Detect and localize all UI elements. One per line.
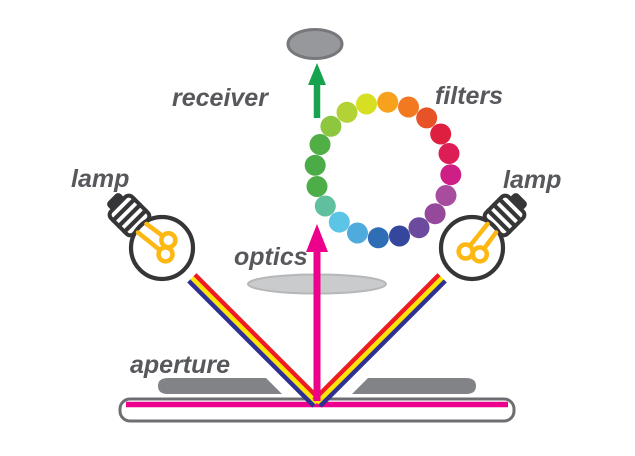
aperture-bar-right — [352, 378, 476, 394]
filter-dot — [389, 225, 410, 247]
label-receiver: receiver — [172, 84, 268, 112]
receiver-ellipse — [286, 28, 344, 60]
filter-dot — [367, 227, 389, 249]
filter-dot — [306, 176, 328, 197]
bulb-filament — [456, 221, 499, 264]
label-lamp-left: lamp — [71, 165, 130, 193]
filter-dot — [328, 211, 350, 233]
filter-dot — [435, 185, 457, 206]
label-lamp-right: lamp — [503, 166, 562, 194]
bulb-filament — [135, 221, 178, 264]
lamp-icon-left — [107, 193, 196, 282]
filter-wheel — [304, 91, 462, 249]
bulb-tip — [107, 193, 125, 211]
filter-dot — [438, 143, 460, 164]
filter-dot — [430, 123, 452, 145]
label-filters: filters — [435, 82, 504, 110]
filter-dot — [440, 164, 462, 186]
lamp-icon-right — [438, 193, 527, 282]
filter-dot — [356, 93, 377, 115]
illumination-beam-right — [312, 273, 447, 408]
filter-dot — [398, 96, 419, 118]
filter-dot — [304, 154, 326, 176]
label-aperture: aperture — [130, 351, 231, 379]
filter-dot — [336, 101, 358, 123]
filter-dot — [320, 115, 342, 137]
illumination-beam-left — [187, 273, 322, 408]
measurement-arrow — [306, 224, 328, 401]
aperture-bar-left — [158, 378, 282, 394]
bulb-tip — [509, 193, 527, 211]
filter-dot — [314, 195, 336, 217]
filter-dot — [377, 91, 399, 113]
label-optics: optics — [234, 243, 308, 271]
filter-dot — [408, 217, 430, 239]
filter-dot — [347, 222, 368, 244]
filter-dot — [309, 134, 331, 155]
filter-dot — [424, 203, 446, 225]
receiver-arrow — [308, 63, 326, 118]
filter-dot — [416, 107, 438, 129]
